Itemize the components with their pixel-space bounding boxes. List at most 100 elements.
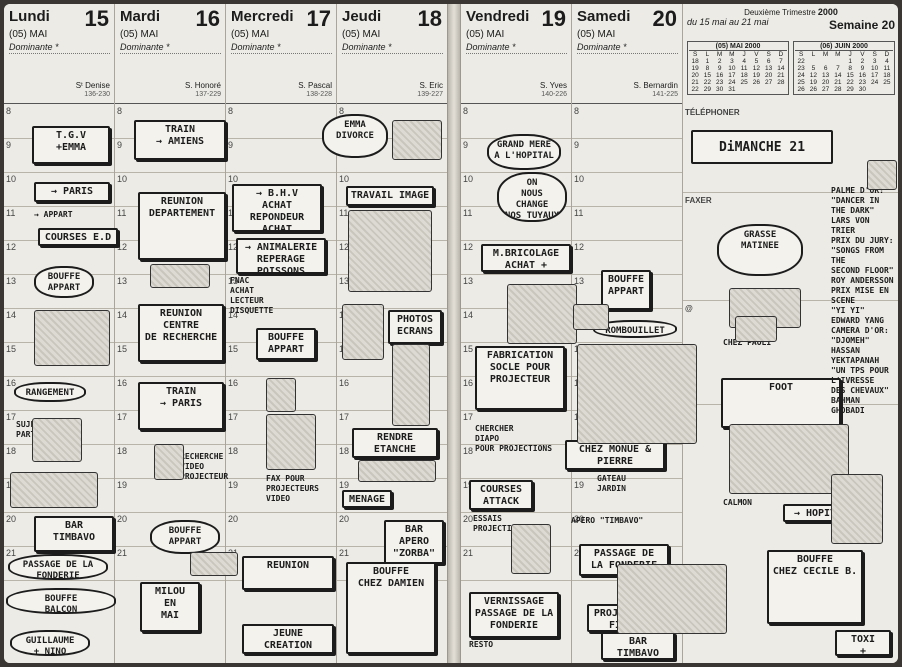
hour-slot[interactable]: 19: [337, 479, 447, 513]
hour-slot[interactable]: 8: [572, 105, 682, 139]
calendar-day[interactable]: 9: [717, 65, 722, 72]
hour-slot[interactable]: 9: [4, 139, 114, 173]
calendar-day[interactable]: 5: [754, 58, 759, 65]
calendar-day[interactable]: 2: [717, 58, 722, 65]
hour-slot[interactable]: 21: [115, 547, 225, 581]
calendar-day[interactable]: [763, 86, 775, 93]
calendar-day[interactable]: 2: [860, 58, 865, 65]
calendar-day[interactable]: 7: [779, 58, 783, 65]
calendar-day[interactable]: 26: [809, 86, 817, 93]
calendar-day[interactable]: 25: [740, 79, 748, 86]
hour-slot[interactable]: 18: [461, 445, 571, 479]
calendar-day[interactable]: [750, 86, 762, 93]
calendar-day[interactable]: 11: [883, 65, 891, 72]
calendar-day[interactable]: 21: [777, 72, 785, 79]
calendar-day[interactable]: 28: [777, 79, 785, 86]
calendar-day[interactable]: 19: [752, 72, 760, 79]
calendar-day[interactable]: 24: [728, 79, 736, 86]
hour-slot[interactable]: 9: [572, 139, 682, 173]
calendar-day[interactable]: 28: [834, 86, 842, 93]
calendar-day[interactable]: 6: [823, 65, 828, 72]
calendar-day[interactable]: 12: [809, 72, 817, 79]
calendar-day[interactable]: 20: [691, 72, 699, 79]
calendar-day[interactable]: 3: [872, 58, 877, 65]
calendar-day[interactable]: 24: [797, 72, 805, 79]
calendar-day[interactable]: [738, 86, 750, 93]
calendar-day[interactable]: 21: [834, 79, 842, 86]
calendar-day[interactable]: 22: [691, 86, 699, 93]
calendar-day[interactable]: 17: [871, 72, 879, 79]
calendar-day[interactable]: 23: [797, 65, 805, 72]
dominante-field[interactable]: Dominante *: [9, 42, 110, 54]
calendar-day[interactable]: 30: [716, 86, 724, 93]
hour-slot[interactable]: 10: [337, 173, 447, 207]
hour-slot[interactable]: 19: [572, 479, 682, 513]
dominante-field[interactable]: Dominante *: [577, 42, 678, 54]
calendar-day[interactable]: 30: [858, 86, 866, 93]
calendar-day[interactable]: 18: [691, 58, 699, 65]
calendar-day[interactable]: 23: [858, 79, 866, 86]
dominante-field[interactable]: Dominante *: [466, 42, 567, 54]
dominante-field[interactable]: Dominante *: [231, 42, 332, 54]
calendar-day[interactable]: 13: [765, 65, 773, 72]
calendar-day[interactable]: 9: [860, 65, 865, 72]
calendar-day[interactable]: 26: [752, 79, 760, 86]
hour-slot[interactable]: 15: [115, 343, 225, 377]
hour-slot[interactable]: 8: [226, 105, 336, 139]
calendar-day[interactable]: 11: [740, 65, 748, 72]
calendar-day[interactable]: 8: [705, 65, 710, 72]
calendar-day[interactable]: 19: [809, 79, 817, 86]
hour-slot[interactable]: 11: [572, 207, 682, 241]
hour-slot[interactable]: 13: [226, 275, 336, 309]
calendar-day[interactable]: 24: [871, 79, 879, 86]
calendar-day[interactable]: 16: [716, 72, 724, 79]
dominante-field[interactable]: Dominante *: [342, 42, 443, 54]
calendar-day[interactable]: 16: [858, 72, 866, 79]
calendar-day[interactable]: 22: [703, 79, 711, 86]
calendar-day[interactable]: 5: [811, 65, 816, 72]
calendar-day[interactable]: 15: [703, 72, 711, 79]
calendar-day[interactable]: 21: [691, 79, 699, 86]
hour-slot[interactable]: 9: [226, 139, 336, 173]
calendar-day[interactable]: 6: [766, 58, 771, 65]
calendar-day[interactable]: [775, 86, 787, 93]
calendar-day[interactable]: [832, 58, 844, 65]
hour-slot[interactable]: 17: [461, 411, 571, 445]
calendar-day[interactable]: 27: [765, 79, 773, 86]
calendar-day[interactable]: 18: [883, 72, 891, 79]
calendar-day[interactable]: 26: [797, 86, 805, 93]
hour-slot[interactable]: 12: [226, 241, 336, 275]
calendar-day[interactable]: 20: [822, 79, 830, 86]
calendar-day[interactable]: 23: [716, 79, 724, 86]
calendar-day[interactable]: 14: [777, 65, 785, 72]
calendar-day[interactable]: 14: [834, 72, 842, 79]
hour-slot[interactable]: 21: [4, 547, 114, 581]
calendar-day[interactable]: 15: [846, 72, 854, 79]
calendar-day[interactable]: 29: [846, 86, 854, 93]
calendar-day[interactable]: 12: [752, 65, 760, 72]
hour-slot[interactable]: 13: [4, 275, 114, 309]
hour-slot[interactable]: 15: [226, 343, 336, 377]
hour-slot[interactable]: 10: [4, 173, 114, 207]
calendar-day[interactable]: 10: [728, 65, 736, 72]
calendar-day[interactable]: 4: [742, 58, 746, 65]
hour-slot[interactable]: 19: [461, 479, 571, 513]
hour-slot[interactable]: 12: [461, 241, 571, 275]
calendar-day[interactable]: [881, 86, 893, 93]
hour-slot[interactable]: 20: [226, 513, 336, 547]
hour-slot[interactable]: 9: [115, 139, 225, 173]
calendar-day[interactable]: 27: [822, 86, 830, 93]
hour-slot[interactable]: 19: [115, 479, 225, 513]
calendar-day[interactable]: 10: [871, 65, 879, 72]
calendar-day[interactable]: 17: [728, 72, 736, 79]
hour-slot[interactable]: 16: [461, 377, 571, 411]
calendar-day[interactable]: [820, 58, 832, 65]
calendar-day[interactable]: 3: [730, 58, 734, 65]
hour-slot[interactable]: 13: [337, 275, 447, 309]
hour-slot[interactable]: 15: [4, 343, 114, 377]
hour-slot[interactable]: 19: [226, 479, 336, 513]
hour-slot[interactable]: 16: [4, 377, 114, 411]
calendar-day[interactable]: 18: [740, 72, 748, 79]
calendar-day[interactable]: 19: [691, 65, 699, 72]
calendar-day[interactable]: 4: [885, 58, 889, 65]
